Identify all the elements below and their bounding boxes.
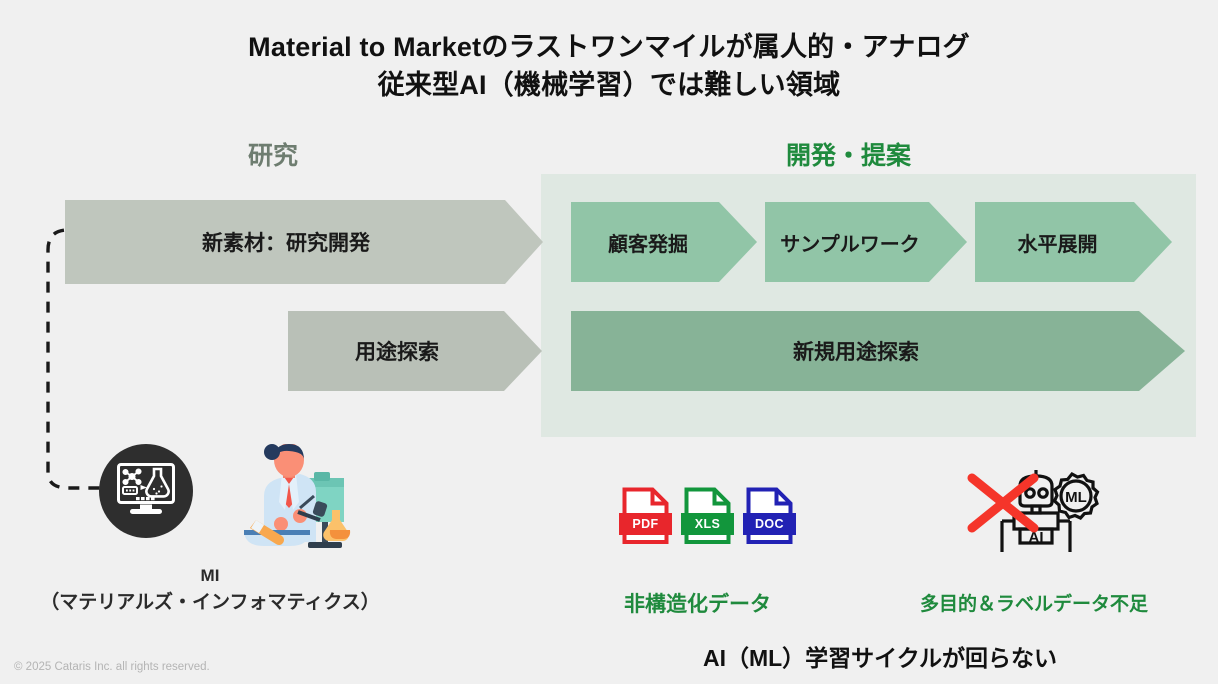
robot-ai-label: AI — [1029, 529, 1044, 546]
pdf-file-icon: PDF — [619, 487, 672, 544]
arrow-research-rd: 新素材：研究開発 — [65, 200, 543, 284]
arrow-new-use-exploration: 新規用途探索 — [571, 311, 1185, 391]
caption-unstructured-data: 非構造化データ — [624, 593, 771, 616]
ai-ml-robot-crossed-out-icon: ML AI — [962, 466, 1112, 563]
ml-gear-label: ML — [1065, 489, 1087, 506]
feedback-loop-dashed-line — [24, 222, 164, 494]
red-cross-icon — [967, 473, 1039, 533]
arrow-customer-discovery-label: 顧客発掘 — [608, 233, 688, 256]
xls-file-icon: XLS — [681, 487, 734, 544]
mi-circle-badge — [99, 444, 193, 538]
footer-copyright: © 2025 Cataris Inc. all rights reserved. — [14, 661, 210, 673]
bottom-statement: AI（ML）学習サイクルが回らない — [702, 645, 1058, 671]
monitor-molecule-flask-icon — [117, 463, 175, 514]
arrow-new-use-exploration-label: 新規用途探索 — [793, 341, 919, 364]
pdf-badge-label: PDF — [619, 513, 672, 535]
mi-label: MI （マテリアルズ・インフォマティクス） — [0, 563, 420, 617]
page-title: Material to Marketのラストワンマイルが属人的・アナログ 従来型… — [0, 28, 1218, 105]
arrow-research-rd-label: 新素材：研究開発 — [202, 232, 370, 255]
mi-full-name: （マテリアルズ・インフォマティクス） — [40, 591, 380, 613]
mi-abbr: MI — [200, 566, 220, 585]
doc-badge-label: DOC — [743, 513, 796, 535]
arrow-sample-work-label: サンプルワーク — [780, 233, 920, 256]
arrow-sample-work: サンプルワーク — [765, 202, 967, 282]
ml-gear-icon — [1052, 471, 1100, 520]
section-header-research: 研究 — [248, 142, 299, 170]
scientist-illustration — [238, 443, 360, 559]
section-header-develop: 開発・提案 — [786, 142, 912, 170]
doc-file-icon: DOC — [743, 487, 796, 544]
arrow-horizontal-expansion: 水平展開 — [975, 202, 1172, 282]
xls-badge-label: XLS — [681, 513, 734, 535]
title-line-2: 従来型AI（機械学習）では難しい領域 — [377, 70, 841, 101]
arrow-horizontal-expansion-label: 水平展開 — [1017, 233, 1098, 256]
file-type-icons: PDF XLS DOC — [619, 487, 796, 544]
arrow-use-exploration-label: 用途探索 — [355, 341, 439, 364]
caption-label-data-shortage: 多目的＆ラベルデータ不足 — [920, 594, 1149, 615]
arrow-use-exploration: 用途探索 — [288, 311, 542, 391]
arrow-customer-discovery: 顧客発掘 — [571, 202, 757, 282]
title-line-1: Material to Marketのラストワンマイルが属人的・アナログ — [248, 32, 970, 62]
